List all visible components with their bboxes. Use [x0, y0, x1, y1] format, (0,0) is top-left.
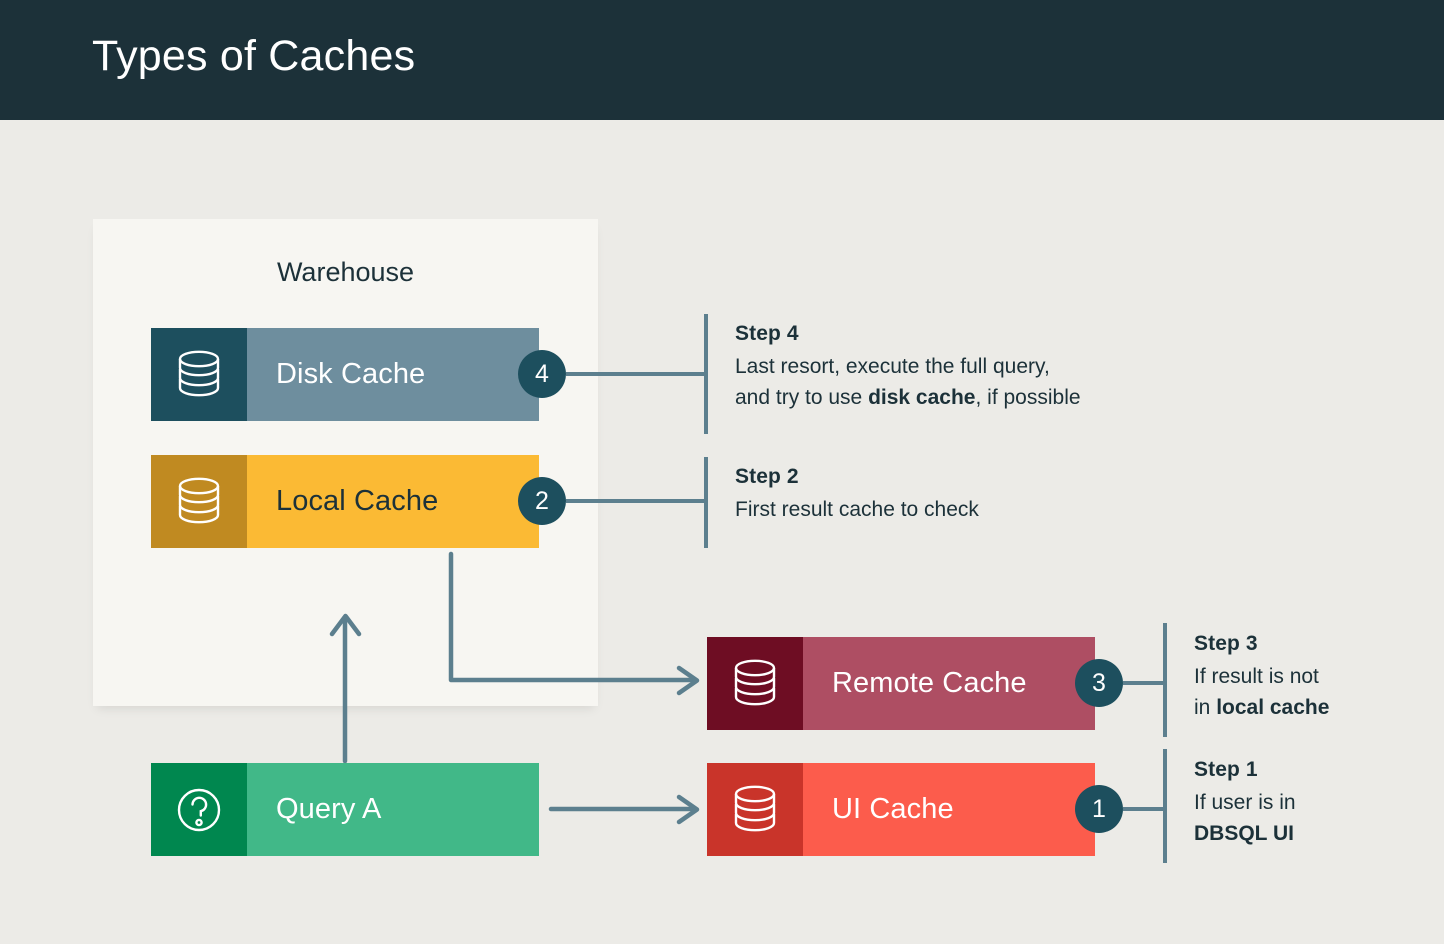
diagram-canvas: Warehouse — [0, 120, 1444, 944]
page-title: Types of Caches — [92, 32, 416, 80]
page-header: Types of Caches — [0, 0, 1444, 120]
step-3-block: Step 3 If result is not in local cache — [1194, 632, 1329, 723]
step-4-line-2-post: , if possible — [975, 386, 1081, 410]
step-1-line-1: If user is in — [1194, 791, 1296, 814]
node-local-cache[interactable]: Local Cache — [151, 455, 539, 548]
database-icon — [151, 455, 247, 548]
arrow-local-to-remote-head — [676, 665, 700, 696]
node-label-local-cache: Local Cache — [247, 455, 539, 548]
step-2-line-1: First result cache to check — [735, 498, 979, 521]
node-label-query-a: Query A — [247, 763, 539, 856]
badge-step-4[interactable]: 4 — [518, 350, 566, 398]
step-1-line-2: DBSQL UI — [1194, 818, 1296, 849]
node-label-ui-cache: UI Cache — [803, 763, 1095, 856]
step-3-line-2-pre: in — [1194, 696, 1217, 720]
step-3-line-2-bold: local cache — [1216, 696, 1330, 720]
database-icon — [151, 328, 247, 421]
step-3-title: Step 3 — [1194, 632, 1258, 655]
badge-step-2[interactable]: 2 — [518, 477, 566, 525]
node-label-remote-cache: Remote Cache — [803, 637, 1095, 730]
step-1-block: Step 1 If user is in DBSQL UI — [1194, 758, 1296, 849]
step-2-title: Step 2 — [735, 465, 799, 488]
badge-step-1[interactable]: 1 — [1075, 785, 1123, 833]
step-4-line-2-bold: disk cache — [868, 386, 976, 410]
node-label-disk-cache: Disk Cache — [247, 328, 539, 421]
node-ui-cache[interactable]: UI Cache — [707, 763, 1095, 856]
question-mark-circle-icon — [151, 763, 247, 856]
step-1-title: Step 1 — [1194, 758, 1258, 781]
step-4-title: Step 4 — [735, 322, 799, 345]
step-4-line-2: and try to use disk cache, if possible — [735, 382, 1081, 413]
node-disk-cache[interactable]: Disk Cache — [151, 328, 539, 421]
step-4-block: Step 4 Last resort, execute the full que… — [735, 322, 1081, 413]
node-query-a[interactable]: Query A — [151, 763, 539, 856]
step-2-block: Step 2 First result cache to check — [735, 465, 979, 525]
step-4-line-2-pre: and try to use — [735, 386, 869, 410]
badge-step-3[interactable]: 3 — [1075, 659, 1123, 707]
step-3-line-2: in local cache — [1194, 692, 1329, 723]
arrow-query-to-ui-head — [676, 794, 700, 825]
database-icon — [707, 637, 803, 730]
database-icon — [707, 763, 803, 856]
step-3-line-1: If result is not — [1194, 665, 1319, 688]
step-4-line-1: Last resort, execute the full query, — [735, 355, 1050, 378]
warehouse-label: Warehouse — [276, 257, 415, 287]
step-1-line-2-bold: DBSQL UI — [1194, 822, 1294, 846]
node-remote-cache[interactable]: Remote Cache — [707, 637, 1095, 730]
